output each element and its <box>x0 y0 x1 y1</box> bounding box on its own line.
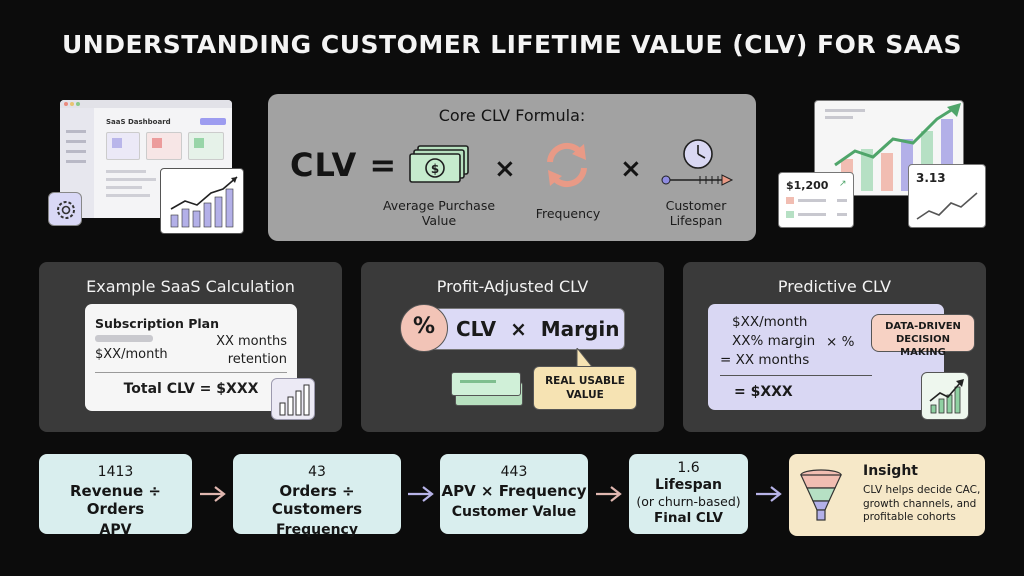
dashboard-label: SaaS Dashboard <box>106 118 171 126</box>
total-clv: Total CLV = $XXX <box>123 381 259 397</box>
settings-tile[interactable] <box>48 192 82 226</box>
page-title: UNDERSTANDING CUSTOMER LIFETIME VALUE (C… <box>61 30 962 59</box>
clock-timeline-icon <box>660 138 736 190</box>
flow-step-number: 1.6 <box>677 460 700 476</box>
pred-divider <box>720 375 872 376</box>
flow-step-result: Customer Value <box>451 504 577 520</box>
flow-step-frequency: 43 Orders ÷ Customers Frequency <box>233 454 401 538</box>
flow-step-customer-value: 443 APV × Frequency Customer Value <box>440 454 588 534</box>
flow-step-result: Frequency <box>276 522 358 538</box>
term-lifespan-label: Customer Lifespan <box>665 198 727 228</box>
analytics-illustration: $1,200 ↗ 3.13 <box>776 100 988 232</box>
flow-step-formula: Lifespan <box>654 477 723 493</box>
example-card-title: Example SaaS Calculation <box>86 277 295 296</box>
insight-box: Insight CLV helps decide CAC, growth cha… <box>789 454 985 536</box>
cycle-arrows-icon <box>540 138 594 192</box>
flow-step-note: (or churn-based) <box>636 494 741 509</box>
flow-step-result: Final CLV <box>654 510 723 526</box>
multiply-symbol-1: × <box>494 154 516 184</box>
money-cards-icon <box>451 366 529 410</box>
flow-step-number: 443 <box>500 464 528 480</box>
flow-step-number: 1413 <box>97 464 134 480</box>
pred-line-price: $XX/month <box>732 314 808 330</box>
profit-card-title: Profit-Adjusted CLV <box>436 277 589 296</box>
percent-icon: % <box>400 304 448 352</box>
flow-step-result: APV <box>99 522 132 538</box>
gear-icon <box>57 201 75 219</box>
price-widget: $1,200 ↗ <box>778 172 854 228</box>
multiply-symbol-2: × <box>620 154 642 184</box>
flow-step-formula: Revenue ÷ Orders <box>70 482 161 518</box>
pred-line-months: = XX months <box>720 352 810 368</box>
profit-adjusted-card: Profit-Adjusted CLV CLV × Margin % REAL … <box>361 262 664 432</box>
insight-text: CLV helps decide CAC, growth channels, a… <box>863 484 981 524</box>
flow-step-apv: 1413 Revenue ÷ Orders APV <box>39 454 192 538</box>
flow-step-number: 43 <box>308 464 326 480</box>
term-frequency-label: Frequency <box>535 206 601 221</box>
pred-line-margin: XX% margin <box>732 333 816 349</box>
plan-months: XX months retention <box>216 334 287 367</box>
formula-title: Core CLV Formula: <box>438 106 586 125</box>
profit-formula-text: CLV × Margin <box>456 317 620 341</box>
flow-step-final-clv: 1.6 Lifespan (or churn-based) Final CLV <box>629 454 748 534</box>
trend-chart-icon <box>921 372 969 420</box>
formula-lhs: CLV = <box>290 146 398 184</box>
plan-price: $XX/month <box>95 347 168 362</box>
core-formula-panel: Core CLV Formula: CLV = $ Average Purcha… <box>268 94 756 241</box>
profit-formula-box: CLV × Margin <box>425 308 625 350</box>
dashboard-illustration: SaaS Dashboard <box>48 100 248 240</box>
metric-value: 3.13 <box>916 171 946 185</box>
price-value: $1,200 <box>786 179 829 192</box>
metric-widget: 3.13 <box>908 164 986 228</box>
pred-line-op: × % <box>826 334 855 350</box>
example-calculation-card: Example SaaS Calculation Subscription Pl… <box>39 262 342 432</box>
flow-step-formula: Orders ÷ Customers <box>271 482 363 518</box>
pred-result: = $XXX <box>734 384 793 400</box>
funnel-icon <box>800 469 842 521</box>
predictive-card: Predictive CLV $XX/month XX% margin × % … <box>683 262 986 432</box>
plan-label: Subscription Plan <box>95 316 219 331</box>
subscription-box: Subscription Plan $XX/month XX months re… <box>85 304 297 411</box>
term-apv-label: Average Purchase Value <box>382 198 496 228</box>
real-usable-value-callout: REAL USABLE VALUE <box>533 366 637 410</box>
plan-divider <box>95 372 287 373</box>
insight-title: Insight <box>863 463 918 479</box>
bar-chart-icon <box>271 378 315 420</box>
flow-arrow-icon <box>596 486 622 502</box>
data-driven-callout: DATA-DRIVEN DECISION MAKING <box>871 314 975 358</box>
svg-text:$: $ <box>431 162 439 176</box>
plan-placeholder-bar <box>95 335 153 342</box>
flow-arrow-icon <box>200 486 226 502</box>
predictive-card-title: Predictive CLV <box>777 277 892 296</box>
cash-icon: $ <box>408 144 472 184</box>
flow-arrow-icon <box>756 486 782 502</box>
growth-chart-card <box>160 168 244 234</box>
flow-arrow-icon <box>408 486 434 502</box>
flow-step-formula: APV × Frequency <box>441 482 587 500</box>
